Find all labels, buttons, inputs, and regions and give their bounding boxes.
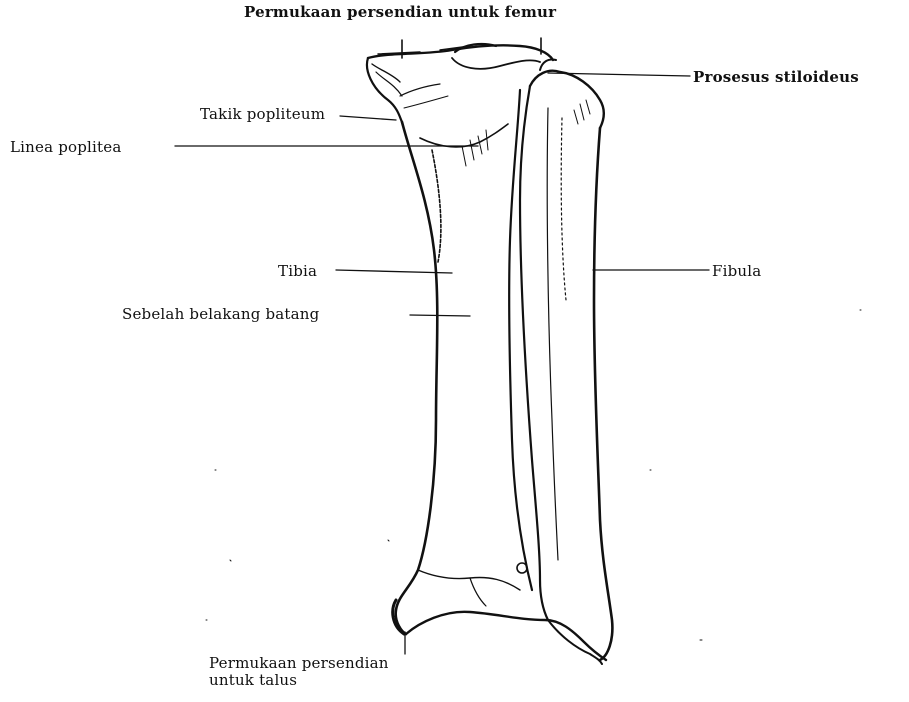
- label-styloid-process: Prosesus stiloideus: [693, 68, 859, 86]
- label-talus-surface-line1: Permukaan persendian: [209, 655, 389, 672]
- tibia-bone: [367, 38, 606, 660]
- leader-takik: [340, 116, 396, 120]
- label-fibula: Fibula: [712, 262, 761, 280]
- leader-sebelah: [410, 315, 470, 316]
- label-tibia: Tibia: [278, 262, 317, 280]
- leader-lines: [175, 73, 709, 654]
- label-talus-surface: Permukaan persendian untuk talus: [209, 655, 389, 689]
- label-femur-surface: Permukaan persendian untuk femur: [244, 3, 556, 21]
- label-posterior-shaft: Sebelah belakang batang: [122, 305, 319, 323]
- label-talus-surface-line2: untuk talus: [209, 672, 389, 689]
- label-popliteal-line: Linea poplitea: [10, 138, 121, 156]
- fibula-bone: [517, 59, 612, 664]
- label-popliteal-notch: Takik popliteum: [200, 105, 325, 123]
